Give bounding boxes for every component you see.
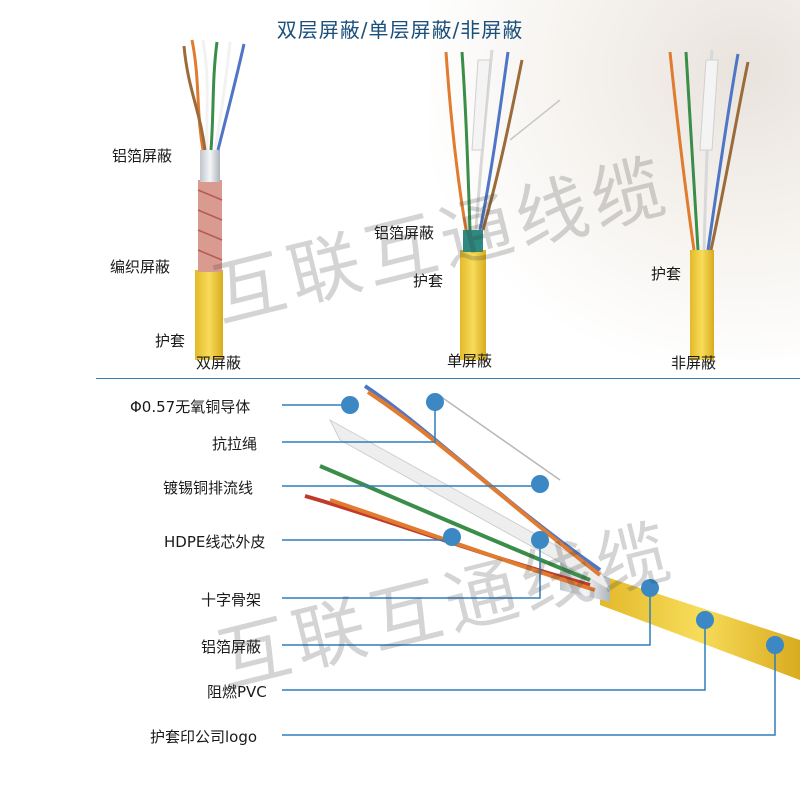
single-shield-cable xyxy=(444,49,561,360)
structure-label-cross: 十字骨架 xyxy=(201,591,262,609)
dot-conductor xyxy=(341,396,359,414)
dot-rope xyxy=(426,393,444,411)
label-double-braid: 编织屏蔽 xyxy=(110,258,171,276)
structure-label-logo: 护套印公司logo xyxy=(150,728,258,746)
single-jacket xyxy=(460,250,486,360)
structure-cable xyxy=(304,384,800,680)
double-shield-cable xyxy=(182,39,246,360)
structure-label-rope: 抗拉绳 xyxy=(212,435,258,453)
label-double-jacket: 护套 xyxy=(155,332,186,350)
dot-foil xyxy=(641,579,659,597)
label-single-jacket: 护套 xyxy=(413,272,444,290)
section-divider xyxy=(96,378,800,379)
double-jacket xyxy=(195,270,223,360)
structure-label-foil: 铝箔屏蔽 xyxy=(201,638,262,656)
structure-label-drain: 镀锡铜排流线 xyxy=(163,479,254,497)
dot-hdpe xyxy=(443,528,461,546)
label-none-jacket: 护套 xyxy=(651,265,682,283)
caption-double: 双屏蔽 xyxy=(196,354,242,372)
leader-lines xyxy=(282,402,776,736)
structure-label-conductor: Φ0.57无氧铜导体 xyxy=(130,398,251,416)
structure-label-pvc: 阻燃PVC xyxy=(207,683,267,701)
structure-label-hdpe: HDPE线芯外皮 xyxy=(164,533,266,551)
dot-logo xyxy=(766,636,784,654)
caption-single: 单屏蔽 xyxy=(447,352,493,370)
label-single-foil: 铝箔屏蔽 xyxy=(374,224,435,242)
dot-drain xyxy=(531,475,549,493)
dot-cross xyxy=(531,531,549,549)
single-foil xyxy=(463,230,483,252)
marker-dots xyxy=(341,393,784,654)
page-title: 双层屏蔽/单层屏蔽/非屏蔽 xyxy=(276,18,524,42)
label-double-foil: 铝箔屏蔽 xyxy=(112,147,173,165)
unshielded-cable xyxy=(668,49,750,360)
caption-none: 非屏蔽 xyxy=(671,354,717,372)
dot-pvc xyxy=(696,611,714,629)
none-jacket xyxy=(690,250,714,360)
double-foil xyxy=(200,150,220,182)
